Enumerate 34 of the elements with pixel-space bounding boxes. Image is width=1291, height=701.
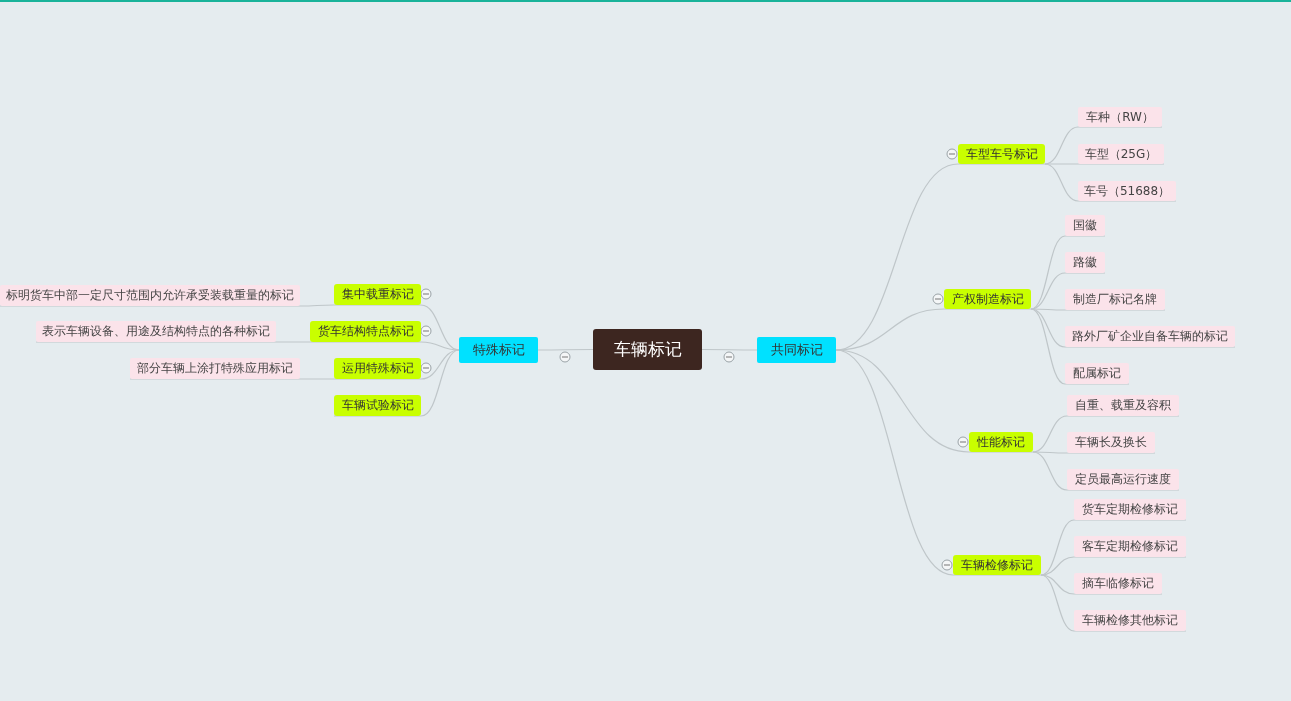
- leaf-topic: 摘车临修标记: [1074, 573, 1162, 594]
- subtopic: 货车结构特点标记: [310, 321, 421, 342]
- leaf-topic: 客车定期检修标记: [1074, 536, 1186, 557]
- subtopic: 车辆检修标记: [953, 555, 1041, 575]
- leaf-topic: 车辆长及换长: [1067, 432, 1155, 453]
- subtopic: 车型车号标记: [958, 144, 1045, 164]
- leaf-topic: 车种（RW）: [1078, 107, 1162, 127]
- leaf-topic: 路徽: [1065, 252, 1105, 273]
- main-topic: 特殊标记: [459, 337, 538, 363]
- leaf-topic: 制造厂标记名牌: [1065, 289, 1165, 310]
- subtopic: 运用特殊标记: [334, 358, 421, 379]
- main-topic: 共同标记: [757, 337, 836, 363]
- leaf-topic: 车辆检修其他标记: [1074, 610, 1186, 631]
- leaf-topic: 定员最高运行速度: [1067, 469, 1179, 490]
- subtopic: 车辆试验标记: [334, 395, 421, 416]
- leaf-topic: 国徽: [1065, 215, 1105, 236]
- subtopic: 性能标记: [969, 432, 1033, 452]
- connector-line: [1032, 451, 1180, 491]
- leaf-topic: 车号（51688）: [1078, 181, 1176, 201]
- connector-line: [1044, 163, 1177, 202]
- root-topic: 车辆标记: [593, 329, 702, 370]
- connector-line: [537, 348, 594, 351]
- leaf-topic: 自重、载重及容积: [1067, 395, 1179, 416]
- leaf-topic: 车型（25G）: [1078, 144, 1164, 164]
- leaf-topic: 部分车辆上涂打特殊应用标记: [130, 358, 300, 379]
- leaf-topic: 标明货车中部一定尺寸范围内允许承受装载重量的标记: [0, 285, 300, 306]
- leaf-topic: 表示车辆设备、用途及结构特点的各种标记: [36, 321, 276, 342]
- leaf-topic: 货车定期检修标记: [1074, 499, 1186, 520]
- subtopic: 集中载重标记: [334, 284, 421, 305]
- leaf-topic: 配属标记: [1065, 363, 1129, 384]
- connector-line: [701, 348, 758, 351]
- connector-line: [1030, 308, 1130, 385]
- subtopic: 产权制造标记: [944, 289, 1031, 309]
- leaf-topic: 路外厂矿企业自备车辆的标记: [1065, 326, 1235, 347]
